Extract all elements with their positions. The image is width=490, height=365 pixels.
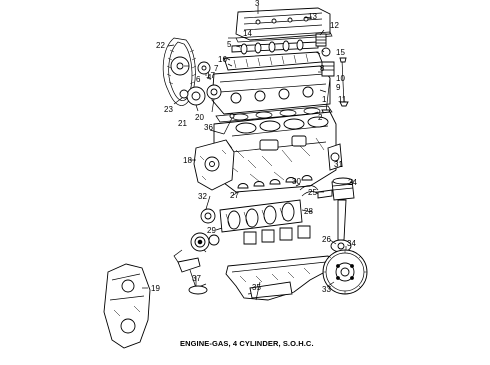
callout-16: 16: [218, 55, 227, 64]
valve-cover-gasket: [235, 31, 333, 43]
callout-37: 37: [192, 274, 201, 283]
callout-10: 10: [336, 74, 345, 83]
callout-11: 11: [338, 95, 347, 104]
callout-2: 2: [318, 113, 323, 122]
callout-3: 3: [255, 0, 260, 8]
callout-9: 9: [336, 83, 341, 92]
crankshaft-sprocket: [190, 208, 220, 252]
bearing-caps: [243, 225, 311, 245]
cylinder-head: [211, 65, 331, 115]
callout-23: 23: [164, 105, 173, 114]
callout-30: 30: [292, 177, 301, 186]
belt-tensioner: [197, 61, 211, 75]
callout-7: 7: [214, 64, 219, 73]
callout-19: 19: [151, 284, 160, 293]
callout-27: 27: [230, 191, 239, 200]
callout-31: 31: [334, 160, 343, 169]
callout-36: 36: [204, 123, 213, 132]
callout-1: 1: [322, 95, 327, 104]
oil-pan: [225, 255, 337, 301]
callout-14: 14: [243, 29, 252, 38]
callout-26: 26: [322, 235, 331, 244]
callout-29: 29: [207, 226, 216, 235]
callout-15: 15: [336, 48, 345, 57]
callout-4: 4: [207, 73, 212, 82]
piston-and-connecting-rod: [317, 177, 355, 253]
timing-belt-cover: [103, 263, 151, 349]
callout-25: 25: [308, 188, 317, 197]
rear-oil-seal-retainer: [327, 143, 343, 171]
callout-17: 17: [206, 71, 215, 80]
callout-20: 20: [195, 113, 204, 122]
callout-13: 13: [308, 12, 317, 21]
oil-strainer: [173, 249, 208, 295]
leader-lines: [142, 6, 352, 301]
main-bearings: [237, 175, 313, 189]
callout-6: 6: [196, 75, 201, 84]
callout-21: 21: [178, 119, 187, 128]
oil-pump: [193, 139, 235, 191]
callout-33: 33: [322, 285, 331, 294]
timing-belt: [162, 37, 197, 106]
diagram-caption: ENGINE-GAS, 4 CYLINDER, S.O.H.C.: [180, 339, 314, 348]
crankshaft-pulley: [179, 84, 222, 106]
callout-22: 22: [156, 41, 165, 50]
callout-34: 34: [347, 239, 356, 248]
valve-springs: [315, 33, 349, 115]
callout-28: 28: [304, 207, 313, 216]
callout-24: 24: [348, 178, 357, 187]
callout-32: 32: [198, 192, 207, 201]
camshaft: [231, 39, 319, 55]
callout-5: 5: [227, 40, 232, 49]
crankshaft: [219, 199, 303, 233]
oil-dipstick: [223, 113, 235, 135]
callout-35: 35: [252, 283, 261, 292]
callout-12: 12: [330, 21, 339, 30]
callout-labels: 3 13 12 14 5 15 16 8 7 10 4 17 9 6 11 1 …: [151, 0, 357, 294]
callout-8: 8: [320, 64, 325, 73]
valve-cover: [235, 7, 331, 41]
flywheel: [322, 249, 368, 295]
callout-18: 18: [183, 156, 192, 165]
